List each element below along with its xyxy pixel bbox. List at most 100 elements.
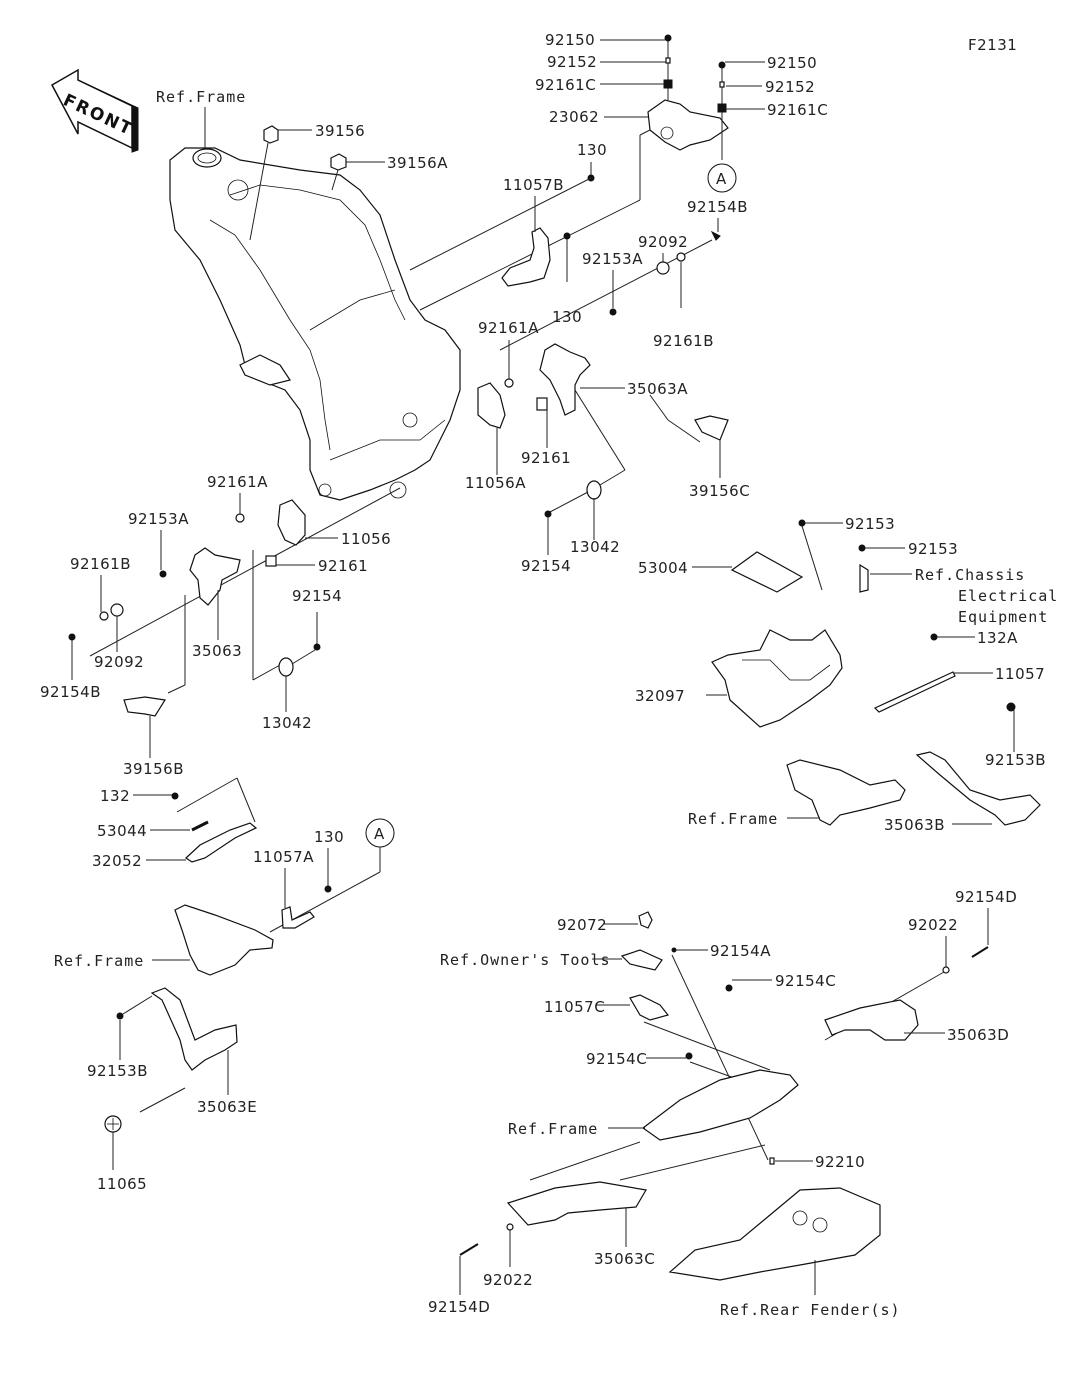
part-92161-top: 92161	[521, 397, 571, 467]
ref-owners-tools-label: Ref.Owner's Tools	[440, 951, 611, 969]
part-11056A: 11056A	[465, 382, 526, 492]
part-35063B-label: 35063B	[884, 816, 945, 834]
part-39156B: 39156B	[123, 595, 186, 778]
part-132-label: 132	[100, 787, 130, 805]
part-39156: 39156	[249, 122, 365, 241]
part-130-top-label: 130	[577, 141, 607, 159]
part-11057A-label: 11057A	[253, 848, 314, 866]
part-92072-label: 92072	[557, 916, 607, 934]
part-11057C-label: 11057C	[544, 998, 605, 1016]
part-11057-label: 11057	[995, 665, 1045, 683]
part-92092-top-label: 92092	[638, 233, 688, 251]
part-92153A-top-label: 92153A	[582, 250, 643, 268]
ref-frame-top-label: Ref.Frame	[156, 88, 246, 106]
part-35063: 35063	[189, 547, 242, 660]
part-11057C: 11057C	[544, 994, 670, 1021]
part-35063D-label: 35063D	[947, 1026, 1009, 1044]
part-92154B-left-label: 92154B	[40, 683, 101, 701]
part-92210-label: 92210	[815, 1153, 865, 1171]
part-11057A: 11057A	[253, 848, 315, 929]
part-92161C-left-label: 92161C	[535, 76, 596, 94]
part-39156B-label: 39156B	[123, 760, 184, 778]
part-92150-right-label: 92150	[767, 54, 817, 72]
part-11057B-label: 11057B	[503, 176, 564, 194]
part-23062-label: 23062	[549, 108, 599, 126]
part-11065-label: 11065	[97, 1175, 147, 1193]
part-53004-label: 53004	[638, 559, 688, 577]
svg-text:A: A	[374, 825, 385, 843]
part-92161C-right-label: 92161C	[767, 101, 828, 119]
part-92154B-top-label: 92154B	[687, 198, 748, 216]
front-arrow-icon: FRONT	[50, 68, 139, 153]
part-92153-b-label: 92153	[908, 540, 958, 558]
part-92161B-left-label: 92161B	[70, 555, 131, 573]
part-132A-label: 132A	[977, 629, 1018, 647]
ref-frame-right-part	[786, 759, 906, 826]
part-92161A-left-label: 92161A	[207, 473, 268, 491]
part-92152-left-label: 92152	[547, 53, 597, 71]
part-23062-assembly	[419, 34, 765, 311]
ref-chassis-label-1: Ref.Chassis	[915, 566, 1025, 584]
part-35063A-label: 35063A	[627, 380, 688, 398]
part-13042-left-label: 13042	[262, 714, 312, 732]
part-13042-top-label: 13042	[570, 538, 620, 556]
part-32052-label: 32052	[92, 852, 142, 870]
part-53044: 53044	[97, 820, 209, 840]
part-11056-label: 11056	[341, 530, 391, 548]
part-92153B-right-label: 92153B	[985, 751, 1046, 769]
part-11065: 11065	[97, 1087, 186, 1193]
part-35063C: 35063C	[506, 1181, 655, 1268]
ref-chassis-label-3: Equipment	[958, 608, 1048, 626]
part-35063C-label: 35063C	[594, 1250, 655, 1268]
part-32097: 32097	[635, 629, 843, 728]
ref-chassis-label-2: Electrical	[958, 587, 1058, 605]
part-92154D-top-label: 92154D	[955, 888, 1017, 906]
part-92150-left-label: 92150	[545, 31, 595, 49]
part-92022-top-label: 92022	[908, 916, 958, 934]
part-92153-a-label: 92153	[845, 515, 895, 533]
part-35063E-label: 35063E	[197, 1098, 257, 1116]
part-32097-label: 32097	[635, 687, 685, 705]
part-39156A: 39156A	[330, 153, 448, 191]
part-35063B: 35063B	[884, 751, 1041, 834]
part-39156C: 39156C	[649, 394, 750, 500]
ref-frame-left-label: Ref.Frame	[54, 952, 144, 970]
part-39156-label: 39156	[315, 122, 365, 140]
part-32052: 32052	[92, 822, 258, 870]
rear-fender-part	[668, 1187, 881, 1281]
part-53004: 53004	[638, 551, 804, 593]
ref-frame-right-label: Ref.Frame	[688, 810, 778, 828]
part-92154A-label: 92154A	[710, 942, 771, 960]
part-35063E: 35063E	[150, 987, 257, 1116]
part-13042-left: 13042 92154	[262, 587, 342, 732]
owners-tools-part: Ref.Owner's Tools	[440, 949, 663, 971]
part-92092-left-label: 92092	[94, 653, 144, 671]
part-92072: 92072	[557, 911, 653, 934]
part-130-mid-label: 130	[552, 308, 582, 326]
part-92154-top-label: 92154	[521, 557, 571, 575]
ref-frame-left-part	[174, 904, 274, 976]
part-92161-top-label: 92161	[521, 449, 571, 467]
part-92152-right-label: 92152	[765, 78, 815, 96]
frame-part	[169, 147, 461, 501]
part-130-low-label: 130	[314, 828, 344, 846]
part-92161A-top-label: 92161A	[478, 319, 539, 337]
part-92154-left-label: 92154	[292, 587, 342, 605]
ref-frame-bottom-part	[641, 1069, 799, 1141]
svg-text:A: A	[716, 170, 727, 188]
part-35063D: 35063D	[824, 999, 1009, 1044]
ref-rear-fender-label: Ref.Rear Fender(s)	[720, 1301, 901, 1319]
part-92161-left-label: 92161	[318, 557, 368, 575]
part-35063-label: 35063	[192, 642, 242, 660]
ref-frame-bottom-label: Ref.Frame	[508, 1120, 598, 1138]
part-39156C-label: 39156C	[689, 482, 750, 500]
part-92161-left: 92161	[265, 555, 368, 575]
part-92154C-right-label: 92154C	[775, 972, 836, 990]
part-13042-top: 13042 92154	[521, 480, 620, 575]
part-11057B: 11057B	[501, 176, 564, 287]
part-11057: 11057	[873, 665, 1045, 713]
figure-code: F2131	[968, 36, 1017, 54]
part-11056: 11056	[277, 499, 391, 548]
part-11056A-label: 11056A	[465, 474, 526, 492]
